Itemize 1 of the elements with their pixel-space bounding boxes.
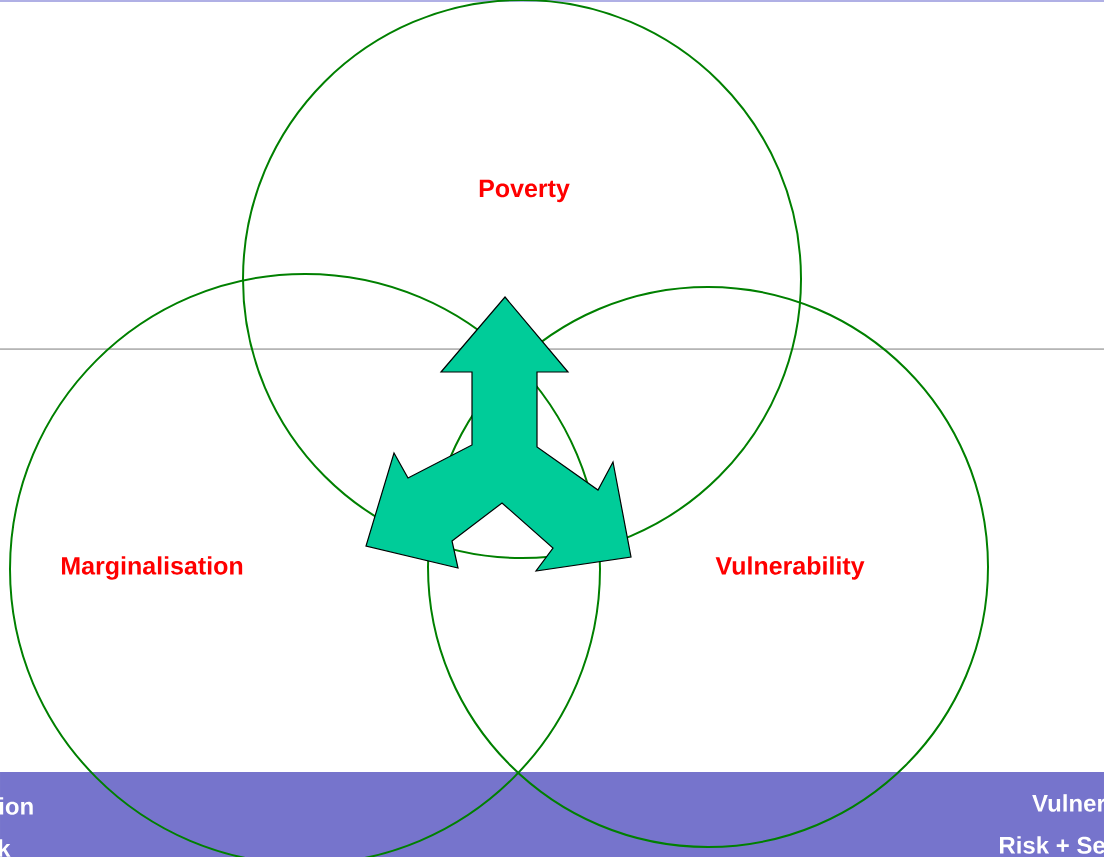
- band-text: Risk + Se: [1000, 836, 1104, 854]
